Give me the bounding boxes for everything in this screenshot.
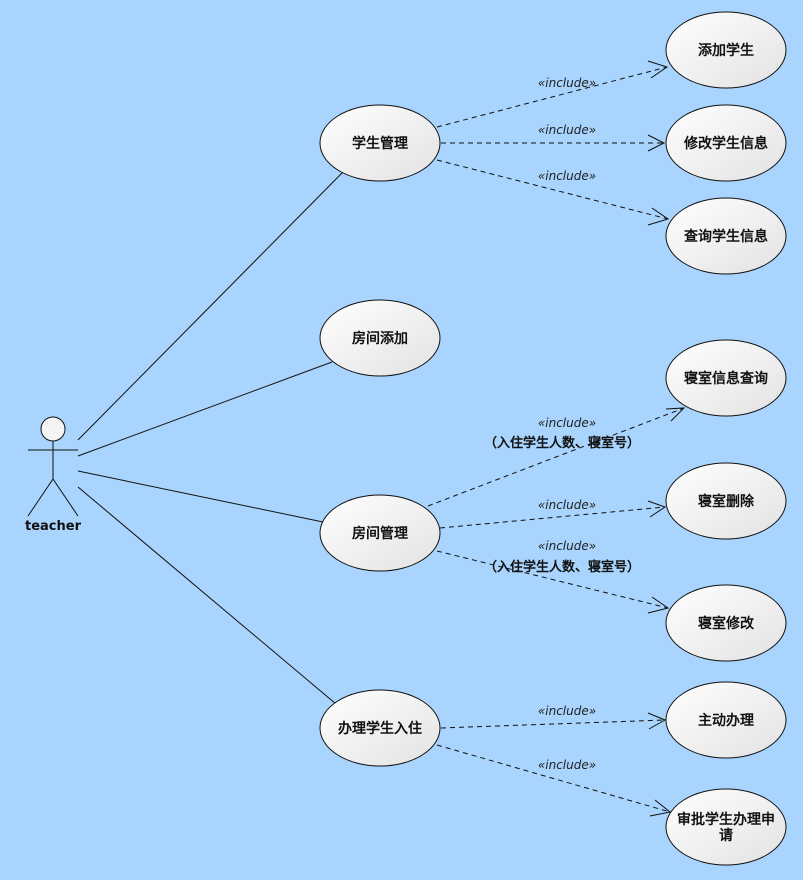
svg-text:房间添加: 房间添加 — [352, 330, 408, 347]
assoc-teacher-room-add — [77, 361, 333, 457]
include-self-service: «include» — [440, 704, 667, 730]
include-dorm-delete: «include» — [439, 498, 667, 529]
usecase-approve[interactable]: 审批学生办理申 请 — [665, 788, 787, 866]
actor-right-leg — [52, 478, 79, 517]
include-label: «include» — [538, 539, 596, 553]
svg-text:学生管理: 学生管理 — [352, 135, 408, 152]
svg-text:办理学生入住: 办理学生入住 — [338, 720, 422, 737]
actor-name: teacher — [25, 519, 82, 534]
include-label: «include» — [538, 758, 596, 772]
svg-text:查询学生信息: 查询学生信息 — [684, 228, 768, 245]
include-label: «include» — [538, 123, 596, 137]
usecase-edit-student[interactable]: 修改学生信息 — [665, 104, 787, 182]
include-label: «include» — [538, 498, 596, 512]
usecase-student-mgmt[interactable]: 学生管理 — [319, 104, 441, 182]
svg-text:修改学生信息: 修改学生信息 — [683, 135, 768, 152]
include-label: «include» — [538, 704, 596, 718]
svg-text:房间管理: 房间管理 — [352, 525, 408, 542]
usecase-room-add[interactable]: 房间添加 — [319, 299, 441, 377]
svg-text:寝室修改: 寝室修改 — [698, 615, 755, 632]
usecase-query-student[interactable]: 查询学生信息 — [665, 197, 787, 275]
usecase-room-mgmt[interactable]: 房间管理 — [319, 494, 441, 572]
assoc-teacher-room-mgmt — [77, 470, 324, 523]
assoc-teacher-checkin — [77, 486, 337, 705]
usecase-dorm-query[interactable]: 寝室信息查询 — [665, 339, 787, 417]
include-label: «include» — [538, 76, 596, 90]
usecase-dorm-delete[interactable]: 寝室删除 — [665, 462, 787, 540]
include-student-add: «include» — [436, 60, 669, 128]
usecase-dorm-edit[interactable]: 寝室修改 — [665, 584, 787, 662]
dorm-edit-note: （入住学生人数、寝室号） — [484, 559, 640, 575]
svg-text:寝室删除: 寝室删除 — [698, 493, 755, 510]
include-label: «include» — [538, 416, 596, 430]
svg-text:审批学生办理申: 审批学生办理申 — [677, 811, 775, 828]
include-label: «include» — [538, 169, 596, 183]
dorm-query-note: （入住学生人数、寝室号） — [484, 435, 640, 451]
include-student-query: «include» — [436, 159, 670, 226]
usecase-add-student[interactable]: 添加学生 — [665, 11, 787, 89]
include-dorm-query: «include» （入住学生人数、寝室号） — [427, 407, 686, 507]
include-student-edit: «include» — [441, 123, 666, 152]
actor-head-icon — [40, 416, 66, 442]
svg-text:请: 请 — [719, 827, 733, 844]
include-dorm-edit: «include» （入住学生人数、寝室号） — [436, 539, 670, 614]
svg-text:寝室信息查询: 寝室信息查询 — [684, 370, 768, 387]
actor-teacher[interactable]: teacher — [25, 416, 82, 534]
usecase-checkin[interactable]: 办理学生入住 — [319, 689, 441, 767]
include-approve: «include» — [436, 744, 672, 817]
usecase-self-service[interactable]: 主动办理 — [665, 681, 787, 759]
svg-text:添加学生: 添加学生 — [698, 42, 754, 59]
svg-text:主动办理: 主动办理 — [698, 712, 754, 729]
actor-left-leg — [27, 478, 54, 517]
assoc-teacher-student-mgmt — [77, 171, 344, 441]
